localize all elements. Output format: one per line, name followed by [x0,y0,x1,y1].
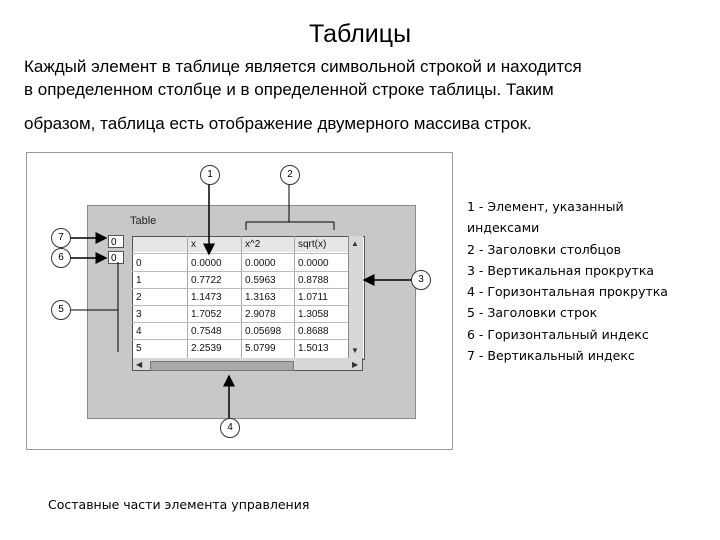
table-cell[interactable]: 1.7052 [191,309,222,320]
table-cell[interactable]: 1.0711 [298,292,328,303]
grid-line [132,322,348,323]
table-cell[interactable]: 0.8788 [298,275,329,286]
page-title: Таблицы [308,20,412,48]
legend-item: 3 - Вертикальная прокрутка [467,262,655,278]
paragraph-line-1: Каждый элемент в таблице является символ… [24,57,582,76]
legend-item: 7 - Вертикальный индекс [467,348,635,364]
grid-line [132,288,348,289]
callout-4: 4 [220,418,240,438]
table-cell[interactable]: 2.9078 [245,309,276,320]
row-header: 0 [136,258,142,269]
callout-5: 5 [51,300,71,320]
row-header: 2 [136,292,142,303]
table-cell[interactable]: 1.3058 [298,309,329,320]
table-cell[interactable]: 0.8688 [298,326,329,337]
paragraph-line-2: в определенном столбце и в определенной … [24,80,554,99]
callout-1: 1 [200,165,220,185]
corner-cell [133,237,187,252]
table-cell[interactable]: 0.0000 [191,258,222,269]
scroll-right-icon[interactable]: ▶ [352,360,359,369]
legend-item: 6 - Горизонтальный индекс [467,326,649,342]
figure-caption: Составные части элемента управления [48,497,310,512]
table-cell[interactable]: 0.0000 [245,258,276,269]
table-cell[interactable]: 1.1473 [191,292,222,303]
table-cell[interactable]: 0.0000 [298,258,329,269]
callout-2: 2 [280,165,300,185]
grid-line [187,236,188,358]
column-header-2: x^2 [242,237,294,252]
legend-item: 4 - Горизонтальная прокрутка [467,284,668,300]
table-cell[interactable]: 1.3163 [245,292,276,303]
horizontal-index-field[interactable]: 0 [108,251,124,264]
legend-item: индексами [467,220,540,236]
scroll-down-icon[interactable]: ▼ [351,346,359,355]
horizontal-scroll-thumb[interactable] [150,361,294,371]
table-cell[interactable]: 2.2539 [191,343,222,354]
grid-line [294,236,295,358]
vertical-index-field[interactable]: 0 [108,235,124,248]
legend-item: 1 - Элемент, указанный [467,199,624,214]
table-cell[interactable]: 0.05698 [245,326,282,337]
legend-list: 1 - Элемент, указанный индексами 2 - Заг… [467,196,668,366]
table-label: Table [130,215,157,227]
grid-line [132,271,348,272]
table-cell[interactable]: 1.5013 [298,343,329,354]
grid-line [132,253,348,254]
table-cell[interactable]: 0.5963 [245,275,276,286]
vertical-scrollbar[interactable] [348,236,363,358]
callout-6: 6 [51,248,71,268]
callout-7: 7 [51,228,71,248]
callout-3: 3 [411,270,431,290]
scroll-left-icon[interactable]: ◀ [136,360,143,369]
paragraph-line-3: образом, таблица есть отображение двумер… [24,114,532,133]
grid-line [132,305,348,306]
scroll-up-icon[interactable]: ▲ [351,239,359,248]
row-header: 4 [136,326,142,337]
row-header: 3 [136,309,142,320]
table-cell[interactable]: 0.7722 [191,275,222,286]
row-header: 5 [136,343,142,354]
grid-line [241,236,242,358]
legend-item: 2 - Заголовки столбцов [467,241,621,257]
table-cell[interactable]: 5.0799 [245,343,276,354]
table-cell[interactable]: 0.7548 [191,326,222,337]
grid-line [132,339,348,340]
row-header: 1 [136,275,142,286]
column-header-3: sqrt(x) [295,237,348,252]
legend-item: 5 - Заголовки строк [467,305,598,321]
